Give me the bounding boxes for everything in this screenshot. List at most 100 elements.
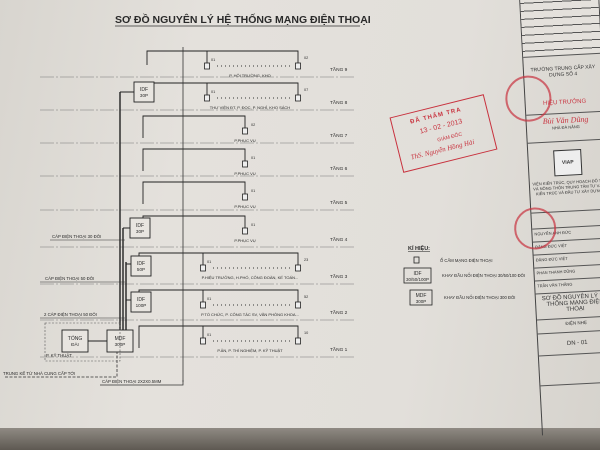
cable-2x50-label: 2 CÁP ĐIỆN THOẠI 50 ĐÔI	[44, 312, 97, 317]
outlet-number-last: 02	[304, 56, 308, 60]
box-capacity: ĐÀI	[71, 341, 79, 347]
box-label: IDF	[137, 297, 145, 303]
legend-idf-line1: IDF	[413, 271, 421, 277]
drawing-sheet	[0, 0, 600, 432]
room-label: THƯ VIỆN ĐT, P. ĐỌC, P. NGHỈ, KHO SÁCH	[210, 105, 291, 110]
floor-label: TẦNG 6	[330, 165, 348, 172]
room-label: P.PHỤC VỤ	[234, 204, 255, 209]
floor-label: TẦNG 4	[330, 236, 348, 243]
outlet-number-first: 01	[211, 90, 215, 94]
cable-30-label: CÁP ĐIỆN THOẠI 30 ĐÔI	[52, 234, 101, 239]
box-label: TỔNG	[68, 335, 83, 342]
room-label: P.PHỤC VỤ	[234, 171, 255, 176]
consultant-name: VIỆN KIẾN TRÚC, QUY HOẠCH ĐÔ THỊ VÀ NÔNG…	[532, 177, 600, 197]
outlet-icon	[295, 337, 301, 345]
box-label: IDF	[136, 223, 144, 229]
trunk-label: TRUNG KẾ TỪ NHÀ CUNG CẤP TỚI	[3, 371, 75, 376]
outlet-icon	[200, 337, 206, 345]
legend-mdf-line2: 300P	[416, 299, 427, 304]
room-label: P. HỘI TRƯỜNG, KHO	[229, 73, 271, 78]
box-capacity: 30P	[140, 93, 148, 98]
tech-room-label: P. KỸ THUẬT	[46, 353, 72, 358]
idf-top-box	[133, 81, 155, 103]
outlet-number-last: 10	[304, 331, 308, 335]
floor-tầng-2: TẦNG 2 01 52P.TỔ CHỨC, P. CÔNG TÁC SV, VĂN…	[40, 289, 355, 321]
trunk-line	[5, 352, 118, 378]
outlet-icon	[242, 127, 248, 135]
legend-outlet-text: Ổ CẮM MẠNG ĐIỆN THOẠI	[440, 258, 493, 263]
outlet-number: 02	[251, 123, 255, 127]
outlet-icon	[200, 264, 206, 272]
floor-label: TẦNG 3	[330, 273, 348, 280]
outlet-icon	[413, 256, 420, 264]
legend-heading: KÍ HIỆU:	[408, 244, 430, 252]
idf-3-box	[130, 255, 152, 277]
viap-logo: VIAP	[553, 148, 583, 177]
outlet-number: 01	[251, 156, 255, 160]
floor-cable	[138, 252, 299, 275]
room-label: P.HIỆU TRƯỞNG, H.PHÓ, CÔNG ĐOÀN, KẾ TOÁN…	[202, 275, 299, 280]
discipline: ĐIỆN NHẸ	[565, 319, 588, 327]
box-label: IDF	[140, 87, 148, 93]
floor-label: TẦNG 7	[330, 132, 348, 139]
floor-cable	[142, 148, 246, 171]
outlet-number-last: 23	[304, 258, 308, 262]
floor-label: TẦNG 2	[330, 309, 348, 316]
outlet-icon	[242, 193, 248, 201]
floor-cable	[138, 289, 299, 312]
cable-50-label: CÁP ĐIỆN THOẠI 50 ĐÔI	[45, 276, 94, 281]
box-capacity: 100P	[136, 303, 147, 308]
date-cell	[538, 352, 600, 387]
technical-room-outline	[44, 322, 121, 362]
outlet-icon	[204, 94, 210, 102]
outlet-number-first: 01	[207, 297, 211, 301]
main-cable-line	[100, 380, 184, 386]
outlet-number-first: 01	[207, 333, 211, 337]
legend-idf-box	[403, 267, 432, 284]
outlet-icon	[295, 94, 301, 102]
outlet-number-last: 52	[304, 295, 308, 299]
outlet-number-first: 01	[207, 260, 211, 264]
floor-cable	[142, 181, 246, 204]
main-cable-label: CÁP ĐIỆN THOẠI 2X2X0.5MM	[102, 379, 162, 384]
floor-tầng-6: TẦNG 6 01P.PHỤC VỤ	[40, 148, 355, 177]
outlet-icon	[242, 160, 248, 168]
box-capacity: 50P	[137, 267, 145, 272]
outlet-number: 01	[251, 223, 255, 227]
box-label: IDF	[137, 261, 145, 267]
room-label: P.PHỤC VỤ	[234, 138, 255, 143]
idf-4-box	[129, 217, 151, 239]
room-label: P.ẢN, P. THÍ NGHIỆM, P. KỸ THUẬT	[217, 348, 283, 353]
person-name: ĐẶNG ĐỨC VIỆT	[535, 255, 568, 263]
idf-2-box	[130, 291, 152, 313]
revision-table	[519, 0, 600, 58]
table-edge	[0, 428, 600, 450]
block-drawing-title: SƠ ĐỒ NGUYÊN LÝ HỆ THỐNG MẠNG ĐIỆN THOẠI	[541, 293, 600, 313]
legend-idf-text: KHAY ĐẦU NỐI ĐIỆN THOẠI 30/50/100 ĐÔI	[442, 273, 525, 278]
floor-cable	[138, 82, 299, 97]
logo-text: VIAP	[561, 159, 574, 166]
floor-tầng-1: TẦNG 1 01 10P.ẢN, P. THÍ NGHIỆM, P. KỸ THU…	[40, 325, 355, 358]
room-label: P.TỔ CHỨC, P. CÔNG TÁC SV, VĂN PHÒNG KHO…	[201, 312, 299, 317]
outlet-number: 01	[251, 189, 255, 193]
drawing-title: SƠ ĐỒ NGUYÊN LÝ HỆ THỐNG MẠNG ĐIỆN THOẠI	[115, 12, 371, 26]
outlet-icon	[204, 62, 210, 70]
floor-label: TẦNG 1	[330, 346, 348, 353]
floor-cable	[142, 115, 246, 138]
floor-tầng-7: TẦNG 7 02P.PHỤC VỤ	[40, 115, 355, 144]
floor-tầng-3: TẦNG 3 01 23P.HIỆU TRƯỞNG, H.PHÓ, CÔNG ĐOÀ…	[40, 252, 355, 285]
sheet-number: DN - 01	[566, 339, 588, 347]
legend-mdf-box	[409, 289, 433, 306]
outlet-icon	[200, 301, 206, 309]
floor-label: TẦNG 8	[330, 99, 348, 106]
outlet-icon	[295, 264, 301, 272]
floor-cable	[146, 50, 299, 65]
outlet-icon	[295, 301, 301, 309]
box-capacity: 30P	[136, 229, 144, 234]
floor-label: TẦNG 9	[330, 66, 348, 73]
